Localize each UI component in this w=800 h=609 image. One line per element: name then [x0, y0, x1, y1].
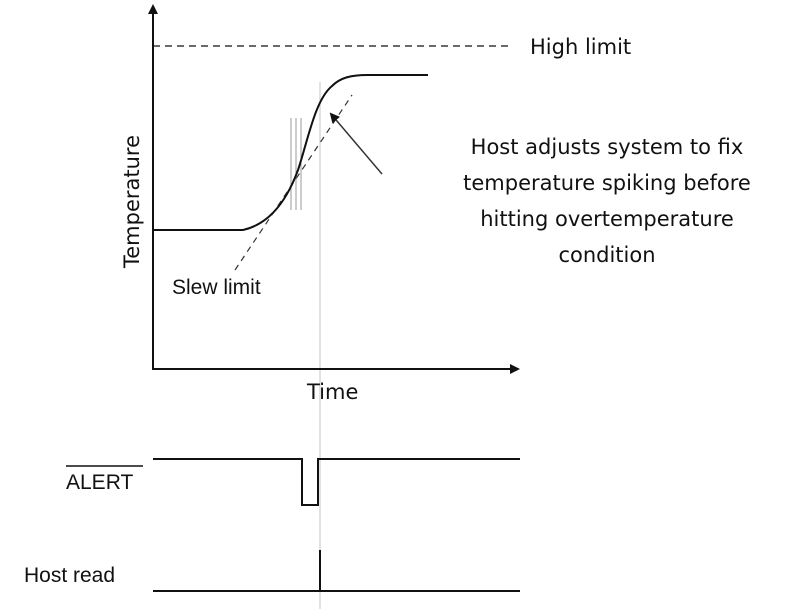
annotation-line: condition [558, 243, 655, 267]
annotation-line: hitting overtemperature [480, 207, 734, 231]
high-limit-label: High limit [530, 35, 631, 59]
annotation-text: Host adjusts system to fix temperature s… [463, 135, 751, 267]
alert-signal-label: ALERT [66, 471, 133, 494]
slew-limit-line [234, 94, 353, 271]
host-read-signal-trace [153, 550, 520, 592]
alert-signal-trace [153, 458, 520, 506]
host-read-signal-label: Host read [24, 564, 115, 587]
slew-limit-label: Slew limit [172, 276, 261, 299]
x-axis-label: Time [306, 380, 358, 404]
temperature-curve [153, 74, 428, 231]
sample-marks [290, 118, 302, 210]
annotation-arrow [329, 112, 383, 175]
y-axis-label: Temperature [120, 135, 144, 269]
annotation-line: Host adjusts system to fix [471, 135, 744, 159]
annotation-line: temperature spiking before [463, 171, 751, 195]
